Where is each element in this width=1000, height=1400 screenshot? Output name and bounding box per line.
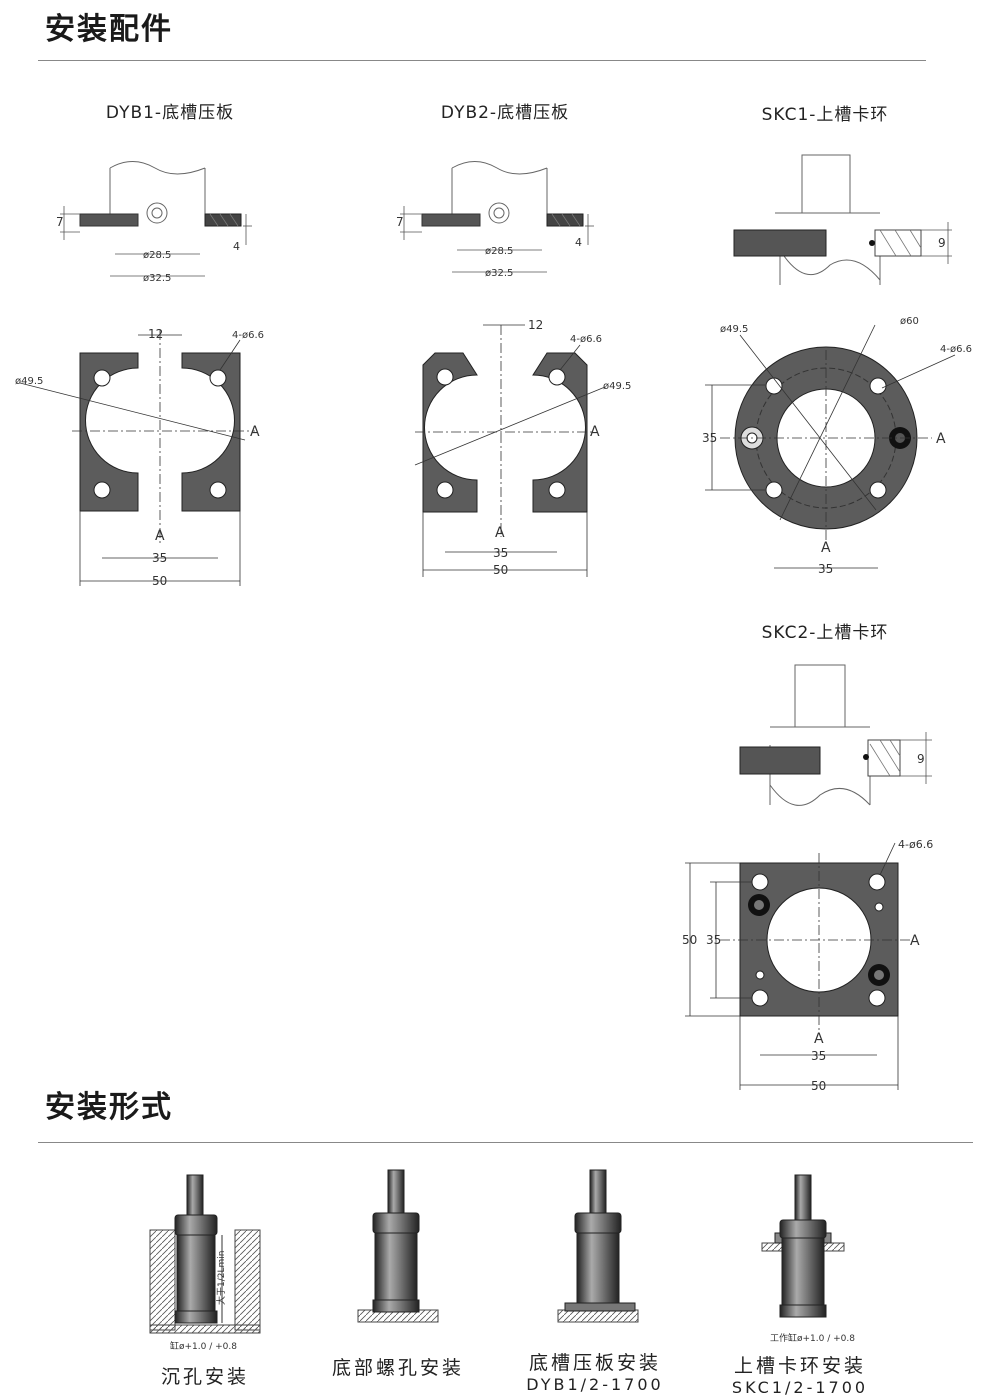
dyb1-holes: 4-ø6.6 xyxy=(232,330,264,341)
dyb1-d35: 35 xyxy=(152,551,167,565)
dyb2-section-a-bottom: A xyxy=(495,525,505,541)
mount-counterbore-figure: 大于1/2Lmin 缸ø+1.0 / +0.8 xyxy=(149,1174,261,1350)
section-divider xyxy=(38,60,926,61)
mount-counterbore-tolerance: 缸ø+1.0 / +0.8 xyxy=(170,1340,237,1350)
mount-top-ring-figure: 工作缸ø+1.0 / +0.8 xyxy=(761,1174,855,1344)
dyb1-plan-view: 12 4-ø6.6 ø49.5 A A 35 50 xyxy=(15,327,264,588)
dyb2-title: DYB2-底槽压板 xyxy=(440,103,570,123)
dyb2-d32: ø32.5 xyxy=(485,268,513,279)
dyb1-section-a-right: A xyxy=(250,424,260,440)
dyb1-d32: ø32.5 xyxy=(143,273,171,284)
mount-bottom-thread-label: 底部螺孔安装 xyxy=(331,1357,464,1379)
dyb1-pcd: ø49.5 xyxy=(15,376,43,387)
dyb1-d28: ø28.5 xyxy=(143,250,171,261)
skc1-od: ø60 xyxy=(900,316,919,327)
dyb1-section-a-bottom: A xyxy=(155,528,165,544)
skc1-t9: 9 xyxy=(938,236,946,250)
skc1-holes: 4-ø6.6 xyxy=(940,344,972,355)
skc2-side-view: 9 xyxy=(739,664,932,806)
skc1-title: SKC1-上槽卡环 xyxy=(761,105,889,125)
dyb1-title: DYB1-底槽压板 xyxy=(105,103,235,123)
dyb2-t1: 7 xyxy=(396,215,404,229)
dyb1-side-view: 7 4 ø28.5 ø32.5 xyxy=(56,161,252,284)
dyb1-w12: 12 xyxy=(148,327,163,341)
mounting-illustrations: 大于1/2Lmin 缸ø+1.0 / +0.8 工作缸ø+1.0 / +0.8 xyxy=(149,1169,855,1350)
dyb2-section-a-right: A xyxy=(590,424,600,440)
dyb2-side-view: 7 4 ø28.5 ø32.5 xyxy=(396,161,594,279)
skc1-section-a-bottom: A xyxy=(821,540,831,556)
dyb2-holes: 4-ø6.6 xyxy=(570,334,602,345)
mount-bottom-clamp-label: 底槽压板安装 xyxy=(528,1352,661,1374)
skc2-d50: 50 xyxy=(811,1079,826,1093)
skc1-side-view: 9 xyxy=(733,154,952,285)
dyb2-d50: 50 xyxy=(493,563,508,577)
skc1-d35: 35 xyxy=(818,562,833,576)
dyb1-d50: 50 xyxy=(152,574,167,588)
mount-bottom-clamp-figure xyxy=(557,1169,639,1323)
skc2-section-a-right: A xyxy=(910,933,920,949)
section-title-accessories: 安装配件 xyxy=(45,12,173,47)
dyb2-d28: ø28.5 xyxy=(485,246,513,257)
skc1-section-a-right: A xyxy=(936,431,946,447)
mount-top-ring-label: 上槽卡环安装 xyxy=(733,1355,866,1377)
dyb2-t2: 4 xyxy=(575,236,582,249)
skc2-holes: 4-ø6.6 xyxy=(898,838,933,851)
dyb2-pcd: ø49.5 xyxy=(603,381,631,392)
skc2-d35-vertical: 35 xyxy=(706,933,721,947)
skc2-d50-vertical: 50 xyxy=(682,933,697,947)
skc2-section-a-bottom: A xyxy=(814,1031,824,1047)
mount-top-ring-model: SKC1/2-1700 xyxy=(731,1378,869,1397)
mount-top-ring-tolerance: 工作缸ø+1.0 / +0.8 xyxy=(770,1332,855,1344)
skc1-pcd: ø49.5 xyxy=(720,324,748,335)
skc1-d35-vertical: 35 xyxy=(702,431,717,445)
section-title-mounting: 安装形式 xyxy=(45,1090,173,1125)
dyb2-plan-view: 12 4-ø6.6 ø49.5 A A 35 50 xyxy=(414,318,631,577)
mount-counterbore-note: 大于1/2Lmin xyxy=(215,1251,227,1305)
mount-bottom-thread-figure xyxy=(357,1169,439,1323)
skc2-title: SKC2-上槽卡环 xyxy=(761,623,889,643)
section-divider-2 xyxy=(38,1142,973,1143)
dyb2-d35: 35 xyxy=(493,546,508,560)
mount-counterbore-label: 沉孔安装 xyxy=(160,1366,249,1388)
skc2-d35: 35 xyxy=(811,1049,826,1063)
mount-bottom-clamp-model: DYB1/2-1700 xyxy=(526,1375,664,1394)
dyb2-w12: 12 xyxy=(528,318,543,332)
skc2-plan-view: 4-ø6.6 50 35 A A 35 50 xyxy=(682,838,933,1093)
skc1-plan-view: ø49.5 ø60 4-ø6.6 A A 35 35 xyxy=(702,316,972,576)
dyb1-t2: 4 xyxy=(233,240,240,253)
skc2-t9: 9 xyxy=(917,752,925,766)
dyb1-t1: 7 xyxy=(56,215,64,229)
